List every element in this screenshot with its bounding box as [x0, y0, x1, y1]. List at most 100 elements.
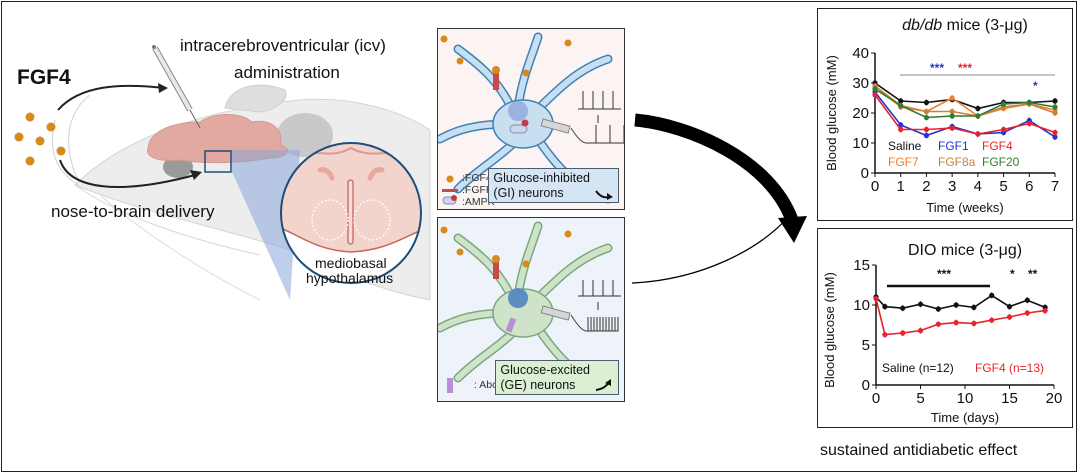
nasal-arrow [59, 159, 196, 188]
data-point [872, 92, 878, 98]
legend-entry: FGF7 [888, 155, 919, 169]
significance-marker: * [1010, 267, 1015, 281]
ge-title-line2: (GE) neurons [500, 378, 576, 392]
data-point [1006, 314, 1013, 320]
x-tick-label: 20 [1046, 390, 1063, 407]
data-point [953, 320, 959, 326]
x-tick-label: 3 [948, 178, 956, 195]
data-point [873, 296, 879, 302]
icv-route-label: intracerebroventricular (icv) [180, 36, 386, 55]
syringe-icon [152, 45, 201, 129]
legend-entry: FGF4 [982, 139, 1013, 153]
ampk-icon [509, 124, 528, 134]
connector-arrows [631, 113, 807, 284]
data-point [975, 113, 981, 119]
x-axis-label: Time (weeks) [926, 200, 1004, 215]
gi-neuron-label: Glucose-inhibited (GI) neurons [488, 168, 619, 203]
chart-title: db/db mice (3-μg) [902, 17, 1028, 34]
y-tick-label: 5 [862, 337, 870, 354]
mbh-region-marker [204, 150, 232, 173]
series-line-fgf4 [875, 298, 1046, 336]
data-point [872, 86, 878, 92]
data-point [917, 301, 924, 307]
data-point [975, 131, 981, 137]
data-point [917, 328, 924, 334]
data-point [1026, 120, 1032, 127]
data-point [975, 105, 981, 112]
significance-marker: *** [930, 61, 944, 75]
data-point [953, 302, 959, 308]
chart-title: DIO mice (3-μg) [908, 242, 1022, 259]
data-point [971, 320, 977, 326]
data-point [923, 132, 930, 139]
significance-marker: *** [937, 267, 951, 281]
hypothalamus-zoom-circle [280, 142, 422, 284]
y-tick-label: 10 [853, 297, 870, 314]
data-point [935, 321, 941, 327]
data-point [1024, 310, 1030, 316]
gi-neuron-diagram [438, 32, 624, 205]
data-point [949, 108, 955, 115]
gi-title-line2: (GI) neurons [493, 186, 564, 200]
data-point [1000, 101, 1007, 107]
data-point [1052, 110, 1058, 116]
significance-marker: *** [958, 61, 972, 75]
x-tick-label: 1 [897, 178, 905, 195]
data-point [923, 126, 930, 133]
data-point [949, 95, 955, 101]
dio-chart-panel [817, 228, 1073, 428]
legend-entry: Saline [888, 139, 922, 153]
data-point [1052, 98, 1058, 104]
significance-marker: ** [1028, 267, 1038, 281]
x-tick-label: 15 [1001, 390, 1018, 407]
x-tick-label: 10 [957, 390, 974, 407]
fgfr1-receptor-icon [442, 189, 458, 192]
ge-firing-trace-before [578, 280, 621, 297]
series-line-fgf4 [874, 94, 1056, 135]
legend-entry: FGF8a [938, 155, 976, 169]
y-tick-label: 20 [852, 105, 869, 122]
gi-legend [442, 175, 458, 205]
data-point [923, 99, 930, 106]
x-tick-label: 6 [1025, 178, 1033, 195]
mouse-eye-back [277, 113, 333, 157]
gi-firing-trace-after [588, 125, 624, 144]
legend-fgf4: :FGF4 [462, 172, 492, 184]
x-tick-label: 0 [872, 390, 880, 407]
data-point [900, 330, 906, 336]
data-point [949, 125, 955, 131]
x-tick-label: 5 [916, 390, 924, 407]
zoom-projection [232, 150, 300, 300]
x-tick-label: 0 [871, 178, 879, 195]
legend-ampk: :AMPK [462, 196, 495, 208]
ge-firing-trace-after [587, 317, 619, 332]
region-label: mediobasal [315, 255, 387, 271]
data-point [882, 332, 888, 338]
y-axis-label: Blood glucose (mM) [822, 272, 837, 388]
y-tick-label: 10 [852, 135, 869, 152]
nasal-route-label: nose-to-brain delivery [51, 202, 215, 221]
x-tick-label: 2 [922, 178, 930, 195]
icv-arrow [57, 84, 166, 111]
y-tick-label: 0 [862, 377, 870, 394]
gi-to-chart-arrow [634, 113, 799, 223]
data-point [898, 122, 904, 128]
legend-entry: Saline (n=12) [882, 361, 954, 375]
data-point [949, 113, 955, 119]
y-tick-label: 30 [852, 75, 869, 92]
abcc8-channel-icon [447, 378, 453, 393]
data-point [900, 305, 906, 311]
x-tick-label: 4 [974, 178, 982, 195]
data-point [1026, 99, 1032, 106]
data-point [989, 317, 995, 323]
y-tick-label: 15 [853, 257, 870, 274]
dbdb-chart-panel [817, 8, 1073, 221]
gi-title-line1: Glucose-inhibited [493, 171, 590, 185]
data-point [1052, 129, 1058, 136]
x-tick-label: 7 [1051, 178, 1059, 195]
nasal-arrowhead [190, 170, 202, 180]
y-tick-label: 40 [852, 45, 869, 62]
drug-label: FGF4 [17, 66, 71, 89]
data-point [1000, 126, 1007, 133]
